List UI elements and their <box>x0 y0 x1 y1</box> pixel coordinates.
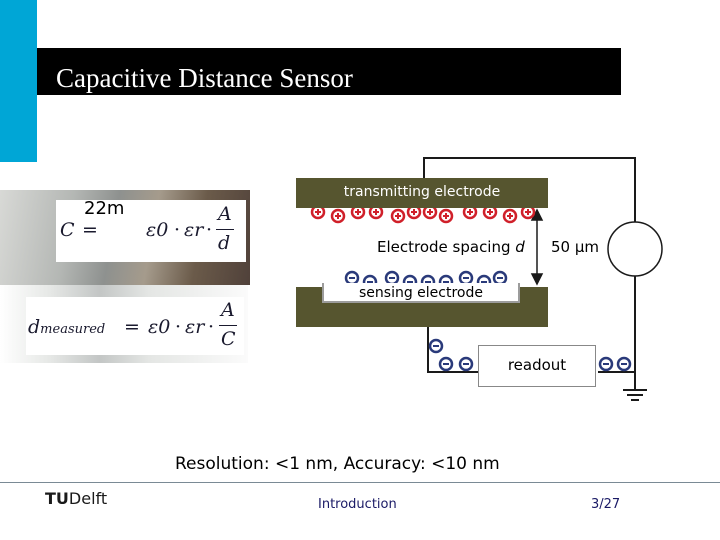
minus-charge-icon <box>440 358 452 370</box>
logo-tu: TU <box>45 489 69 508</box>
plus-charge-icon <box>440 210 452 222</box>
plus-charge-icon <box>392 210 404 222</box>
sensing-electrode: sensing electrode <box>296 287 548 327</box>
transmitting-electrode-label: transmitting electrode <box>344 184 500 200</box>
plus-charge-icon <box>332 210 344 222</box>
tudelft-logo: TUDelft <box>45 489 107 508</box>
sensing-electrode-label: sensing electrode <box>322 283 520 303</box>
positive-charges <box>312 206 534 222</box>
readout-box: readout <box>478 345 596 387</box>
spacing-text: Electrode spacing <box>377 238 511 256</box>
transmitting-electrode: transmitting electrode <box>296 178 548 208</box>
minus-charge-icon <box>430 340 442 352</box>
minus-charge-icon <box>460 358 472 370</box>
resolution-accuracy-text: Resolution: <1 nm, Accuracy: <10 nm <box>175 454 500 474</box>
plus-charge-icon <box>504 210 516 222</box>
spacing-symbol: d <box>515 238 525 256</box>
ac-source-icon <box>608 222 662 276</box>
spacing-arrow-down <box>532 274 542 284</box>
page-number: 3/27 <box>591 497 620 512</box>
footer-section: Introduction <box>318 497 397 512</box>
minus-charge-icon <box>600 358 612 370</box>
minus-charge-icon <box>618 358 630 370</box>
logo-delft: Delft <box>69 489 107 508</box>
electrode-spacing-label: Electrode spacing d <box>377 238 525 256</box>
footer-divider <box>0 482 720 483</box>
electrode-spacing-value: 50 μm <box>551 238 599 256</box>
